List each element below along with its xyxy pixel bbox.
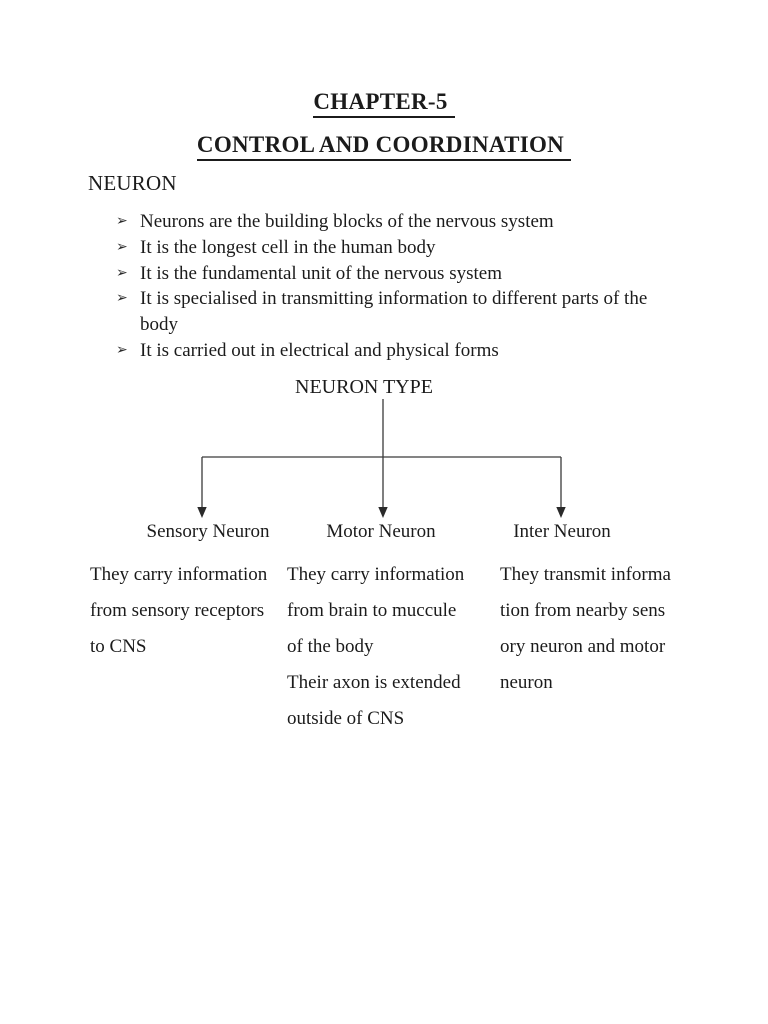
arrow-down-icon: [378, 507, 388, 518]
bullet-list: ➢ Neurons are the building blocks of the…: [116, 209, 682, 364]
chapter-title-text: CHAPTER-5: [313, 89, 455, 118]
document-title-text: CONTROL AND COORDINATION: [196, 132, 572, 161]
bullet-item: ➢ It is the fundamental unit of the nerv…: [116, 261, 682, 287]
description-line: from sensory receptors: [90, 600, 265, 621]
branch-description-sensory: They carry information from sensory rece…: [90, 557, 267, 665]
branch-label-sensory-neuron: Sensory Neuron: [146, 521, 270, 542]
description-line: Their axon is extended: [287, 672, 461, 693]
arrow-bullet-icon: ➢: [116, 264, 128, 281]
bullet-text: It is specialised in transmitting inform…: [140, 288, 648, 336]
bullet-item: ➢ It is specialised in transmitting info…: [116, 286, 682, 338]
branch-description-inter: They transmit informa tion from nearby s…: [500, 557, 671, 701]
description-line: to CNS: [90, 636, 147, 657]
branch-description-motor: They carry information from brain to muc…: [287, 557, 464, 737]
arrow-bullet-icon: ➢: [116, 238, 128, 255]
bullet-text: Neurons are the building blocks of the n…: [140, 211, 554, 232]
description-line: They carry information: [287, 564, 465, 585]
description-line: They transmit informa: [500, 564, 671, 585]
description-line: ory neuron and motor: [500, 636, 666, 657]
arrow-bullet-icon: ➢: [116, 213, 128, 229]
bullet-text: It is carried out in electrical and phys…: [140, 339, 499, 361]
arrow-bullet-icon: ➢: [116, 290, 128, 307]
description-line: of the body: [287, 636, 374, 657]
arrow-down-icon: [197, 507, 207, 518]
bullet-item: ➢ Neurons are the building blocks of the…: [116, 209, 682, 235]
bullet-text: It is the longest cell in the human body: [140, 236, 436, 258]
bullet-text: It is the fundamental unit of the nervou…: [140, 262, 502, 284]
description-line: from brain to muccule: [287, 600, 457, 621]
branch-label-inter-neuron: Inter Neuron: [513, 521, 611, 542]
description-line: neuron: [500, 672, 553, 693]
diagram-root-label: NEURON TYPE: [295, 376, 433, 398]
bullet-item: ➢ It is carried out in electrical and ph…: [116, 338, 682, 364]
chapter-title: CHAPTER-5: [0, 89, 768, 118]
branch-label-motor-neuron: Motor Neuron: [326, 521, 436, 542]
arrow-bullet-icon: ➢: [116, 341, 128, 358]
document-title: CONTROL AND COORDINATION: [0, 132, 768, 161]
bullet-item: ➢ It is the longest cell in the human bo…: [116, 235, 682, 261]
arrow-down-icon: [556, 507, 566, 518]
section-heading-neuron: NEURON: [88, 171, 177, 195]
description-line: tion from nearby sens: [500, 600, 666, 621]
description-line: They carry information: [90, 564, 268, 585]
description-line: outside of CNS: [287, 708, 405, 729]
